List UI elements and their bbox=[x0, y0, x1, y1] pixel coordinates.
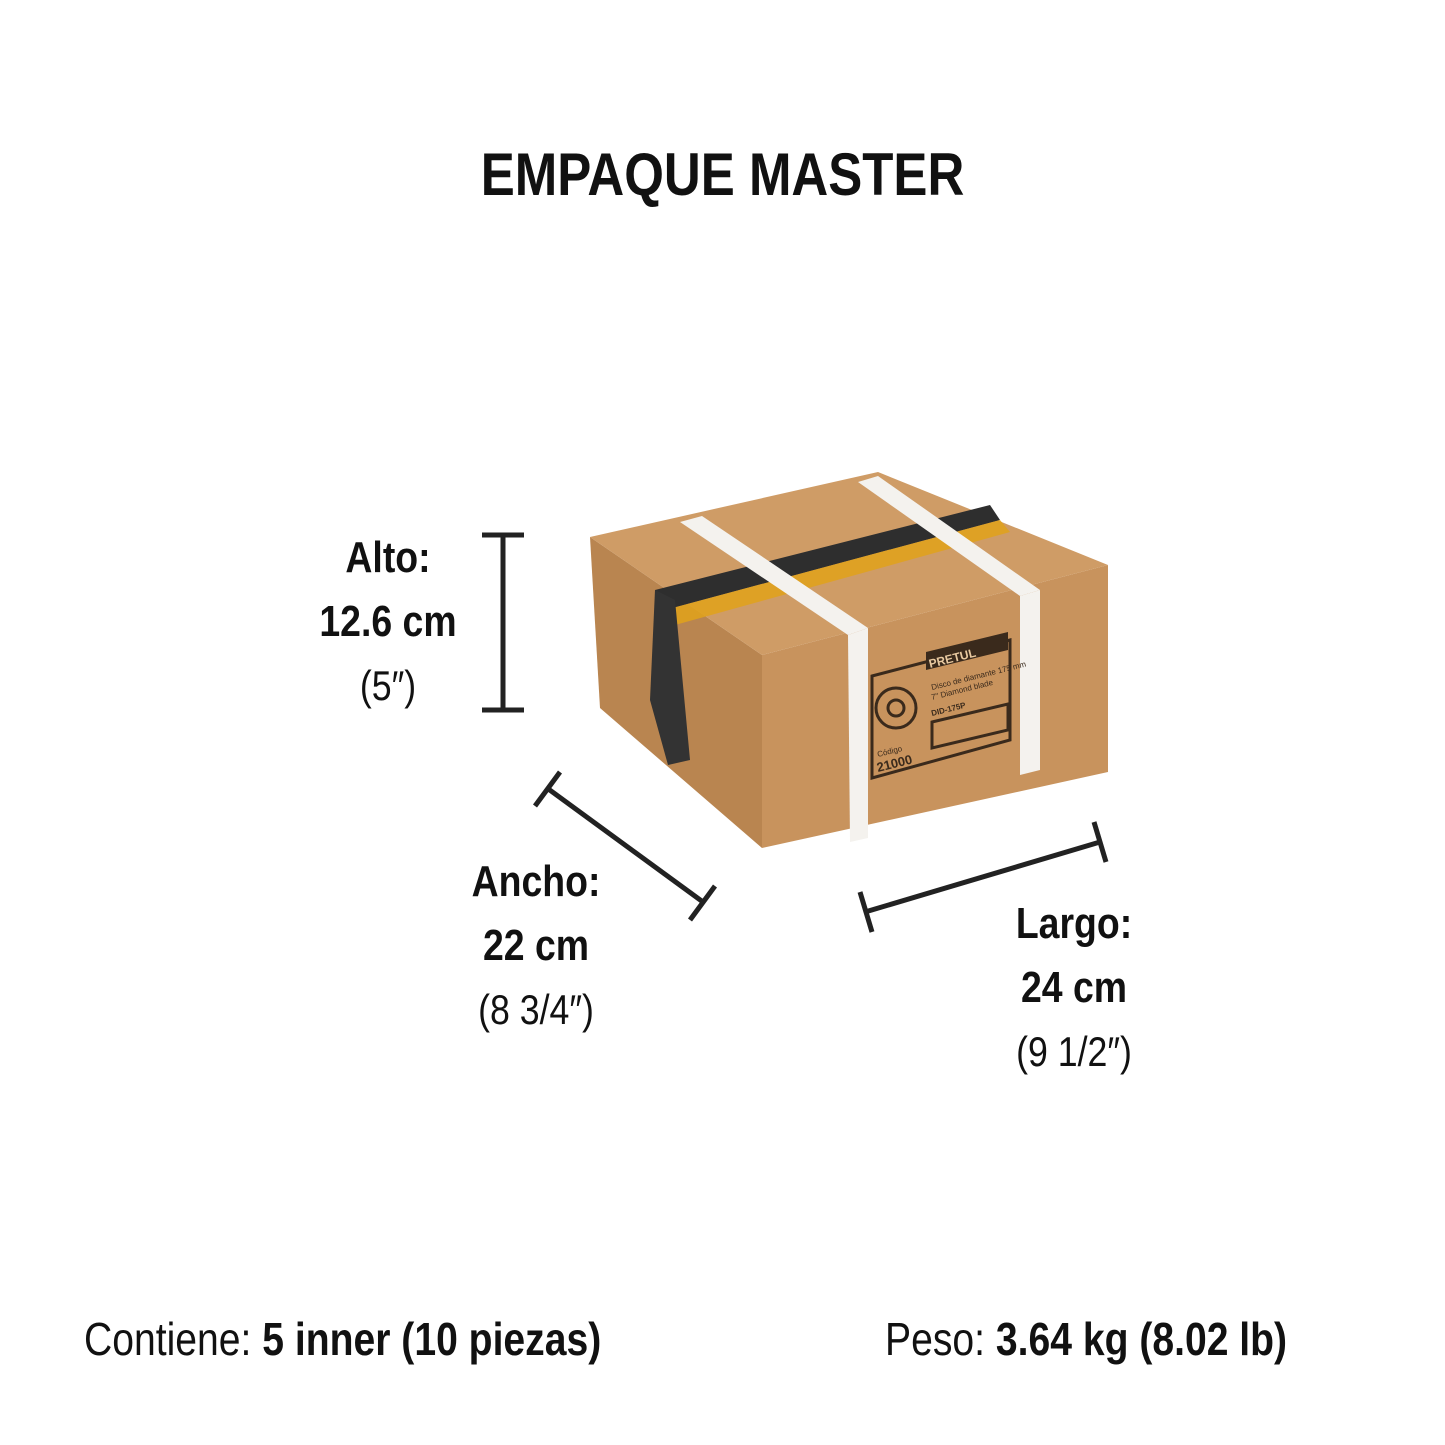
strap-side bbox=[848, 628, 868, 842]
strap-side bbox=[1020, 590, 1040, 775]
ancho-label: Ancho: bbox=[471, 857, 601, 906]
alto-dimension-line bbox=[482, 532, 524, 713]
weight-lb: (8.02 lb) bbox=[1139, 1313, 1288, 1365]
tape-yellow bbox=[665, 520, 1010, 625]
alto-inches: (5″) bbox=[359, 662, 417, 709]
weight-label: Peso: bbox=[885, 1313, 985, 1365]
weight-value: 3.64 kg bbox=[995, 1313, 1129, 1365]
contents-info: Contiene: 5 inner (10 piezas) bbox=[84, 1312, 601, 1366]
page-title: EMPAQUE MASTER bbox=[480, 141, 965, 208]
largo-inches: (9 1/2″) bbox=[1016, 1028, 1132, 1075]
ancho-inches: (8 3/4″) bbox=[478, 986, 594, 1033]
weight-info: Peso: 3.64 kg (8.02 lb) bbox=[885, 1312, 1287, 1366]
ancho-dimension: Ancho: 22 cm (8 3/4″) bbox=[386, 850, 686, 1042]
strap bbox=[680, 516, 868, 635]
largo-dimension-line bbox=[857, 821, 1109, 933]
box-label-header bbox=[926, 632, 1008, 670]
largo-dimension: Largo: 24 cm (9 1/2″) bbox=[924, 892, 1224, 1084]
ancho-dimension-line bbox=[532, 770, 718, 922]
largo-value: 24 cm bbox=[1020, 963, 1128, 1012]
largo-label: Largo: bbox=[1015, 899, 1133, 948]
alto-label: Alto: bbox=[345, 533, 431, 582]
tape-side bbox=[650, 590, 690, 765]
contents-value: 5 inner (10 piezas) bbox=[262, 1313, 602, 1365]
alto-value: 12.6 cm bbox=[319, 597, 457, 646]
ancho-value: 22 cm bbox=[482, 921, 590, 970]
alto-dimension: Alto: 12.6 cm (5″) bbox=[238, 526, 538, 718]
strap bbox=[858, 476, 1040, 596]
tape bbox=[655, 505, 1000, 610]
contents-label: Contiene: bbox=[84, 1313, 252, 1365]
